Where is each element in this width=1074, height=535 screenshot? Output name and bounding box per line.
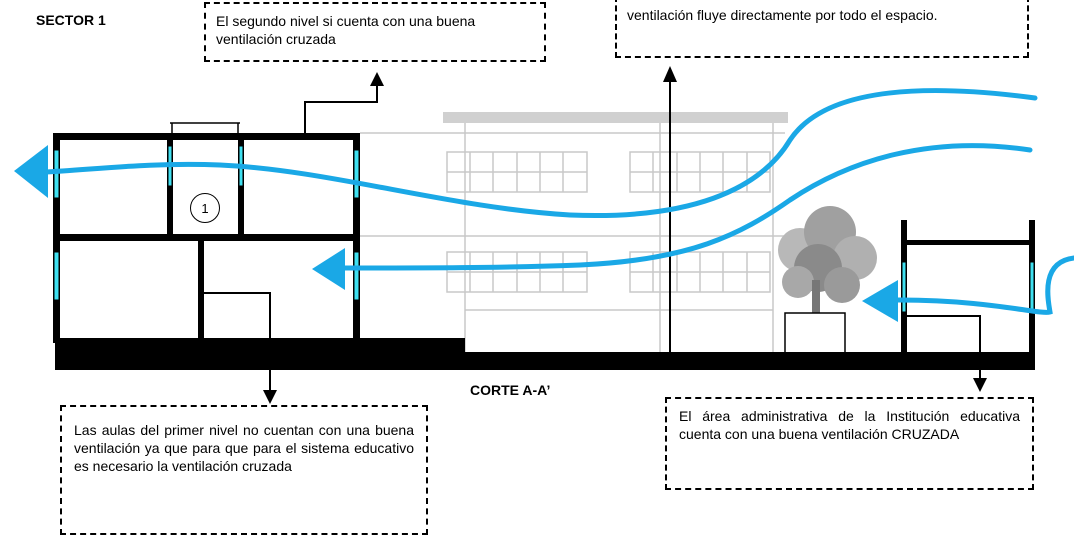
vertical-flow-arrow xyxy=(663,66,677,355)
background-window xyxy=(446,251,588,293)
note-vertical-flow: ventilación fluye directamente por todo … xyxy=(615,0,1029,58)
airflow-path-middle xyxy=(342,143,1033,271)
leader-line xyxy=(304,85,378,133)
admin-building xyxy=(901,220,1035,355)
leader-line xyxy=(907,315,981,378)
note-first-level: Las aulas del primer nivel no cuentan co… xyxy=(60,405,428,535)
leader-line xyxy=(204,292,271,390)
airflow-path-lower xyxy=(895,255,1074,315)
airflow-arrowhead xyxy=(312,248,345,290)
leader-arrowhead xyxy=(263,390,277,404)
note-second-level: El segundo nivel si cuenta con una buena… xyxy=(204,2,546,62)
background-window xyxy=(629,251,771,293)
tree-icon xyxy=(778,206,877,356)
airflow-arrowhead xyxy=(14,145,48,198)
roof-lantern xyxy=(170,122,240,133)
section-diagram xyxy=(14,66,1074,404)
space-number-marker: 1 xyxy=(190,193,220,223)
background-building xyxy=(360,112,788,352)
airflow-arrowhead xyxy=(862,280,898,322)
sector-label: SECTOR 1 xyxy=(36,12,106,28)
leader-arrowhead xyxy=(370,72,384,86)
note-admin-area: El área administrativa de la Institución… xyxy=(665,397,1034,490)
ground-slab xyxy=(55,338,1035,370)
section-title: CORTE A-A’ xyxy=(470,382,551,398)
airflow-path-upper xyxy=(42,88,1038,219)
leader-arrowhead xyxy=(973,378,987,392)
background-window xyxy=(446,151,588,193)
background-window xyxy=(629,151,771,193)
